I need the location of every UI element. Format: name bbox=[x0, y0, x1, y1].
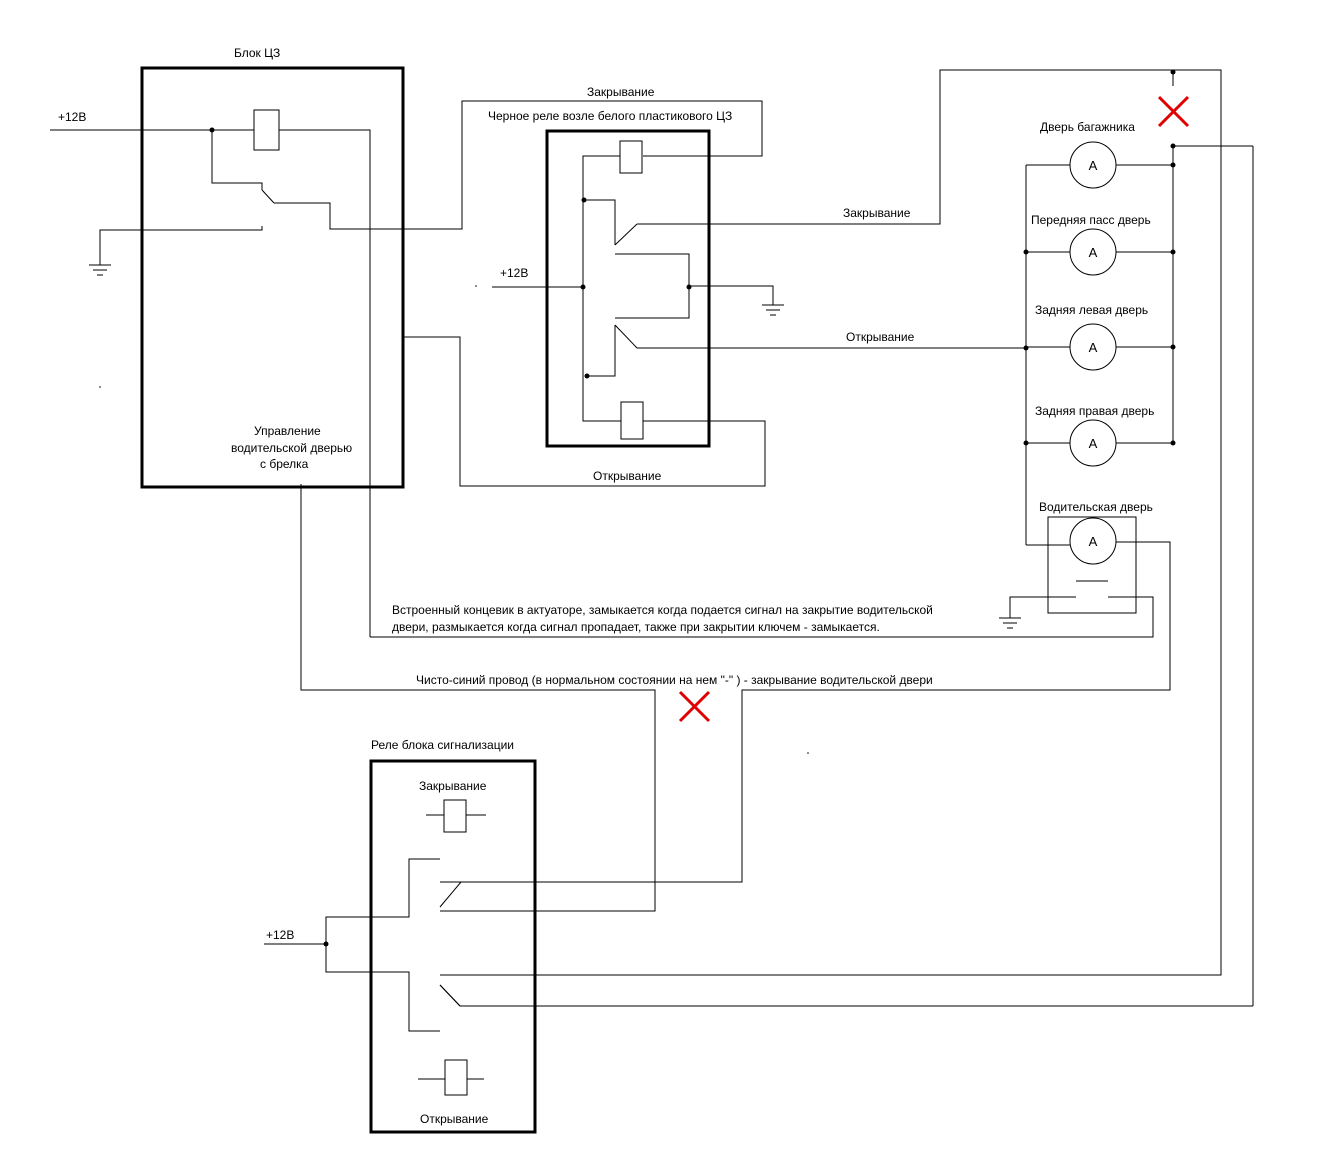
zakryvanie-top-label: Закрывание bbox=[587, 85, 655, 99]
alarm-relay-frame bbox=[369, 759, 537, 1134]
central-lock-block-title: Блок ЦЗ bbox=[234, 46, 280, 60]
cross-mark-icon bbox=[1157, 95, 1190, 128]
black-relay-title: Черное реле возле белого пластикового ЦЗ bbox=[488, 109, 732, 123]
black-relay-open-coil-icon bbox=[620, 401, 644, 440]
ground-icon bbox=[89, 264, 111, 276]
door-rear-left-meter-label: A bbox=[1089, 340, 1098, 355]
door-driver-actuator-icon bbox=[1069, 517, 1117, 565]
zakryvanie-mid-label: Закрывание bbox=[843, 206, 911, 220]
central-lock-block-frame bbox=[140, 66, 405, 489]
door-actuators: Дверь багажника A Передняя пасс дверь A … bbox=[370, 69, 1254, 1007]
plus12-mid-label: +12В bbox=[500, 266, 528, 280]
door-trunk-label: Дверь багажника bbox=[1040, 120, 1135, 134]
door-driver-meter-label: A bbox=[1089, 534, 1098, 549]
alarm-open-coil-icon bbox=[444, 1059, 468, 1096]
door-trunk-actuator-icon bbox=[1069, 141, 1117, 189]
ground-icon bbox=[999, 617, 1021, 629]
door-front-pass-actuator-icon bbox=[1069, 228, 1117, 276]
alarm-close-label: Закрывание bbox=[419, 779, 487, 793]
door-front-pass-label: Передняя пасс дверь bbox=[1031, 213, 1151, 227]
driver-control-label-3: с брелка bbox=[260, 457, 309, 471]
black-relay-block: Закрывание Черное реле возле белого плас… bbox=[440, 69, 1222, 976]
alarm-close-coil-icon bbox=[443, 799, 467, 833]
cross-mark-icon bbox=[678, 690, 711, 723]
driver-actuator-housing bbox=[1047, 516, 1137, 614]
plus12-left-label: +12В bbox=[58, 110, 86, 124]
door-rear-left-actuator-icon bbox=[1069, 323, 1117, 371]
door-front-pass-meter-label: A bbox=[1089, 245, 1098, 260]
door-rear-left-label: Задняя левая дверь bbox=[1035, 303, 1148, 317]
alarm-relay-title: Реле блока сигнализации bbox=[371, 738, 514, 752]
alarm-relay-block: Реле блока сигнализации Закрывание Откры… bbox=[264, 738, 537, 1134]
door-trunk-meter-label: A bbox=[1089, 158, 1098, 173]
door-driver-label: Водительская дверь bbox=[1039, 500, 1153, 514]
plus12-bottom-label: +12В bbox=[266, 928, 294, 942]
black-relay-frame bbox=[545, 129, 711, 448]
central-lock-relay-coil-icon bbox=[253, 109, 280, 151]
central-lock-block: Блок ЦЗ +12В Управление водительской две… bbox=[50, 46, 766, 912]
alarm-open-label: Открывание bbox=[420, 1112, 489, 1126]
door-rear-right-actuator-icon bbox=[1069, 419, 1117, 467]
limit-switch-note-1: Встроенный концевик в актуаторе, замыкае… bbox=[392, 603, 933, 617]
blue-wire-note: Чисто-синий провод (в нормальном состоян… bbox=[416, 673, 933, 687]
driver-control-label-1: Управление bbox=[254, 424, 321, 438]
driver-control-label-2: водительской дверью bbox=[231, 441, 352, 455]
otkryvanie-low-label: Открывание bbox=[593, 469, 662, 483]
black-relay-close-coil-icon bbox=[619, 140, 643, 174]
door-rear-right-label: Задняя правая дверь bbox=[1035, 404, 1154, 418]
otkryvanie-mid-label: Открывание bbox=[846, 330, 915, 344]
door-rear-right-meter-label: A bbox=[1089, 436, 1098, 451]
limit-switch-note-2: двери, размыкается когда сигнал пропадае… bbox=[392, 620, 880, 634]
ground-icon bbox=[762, 304, 784, 316]
